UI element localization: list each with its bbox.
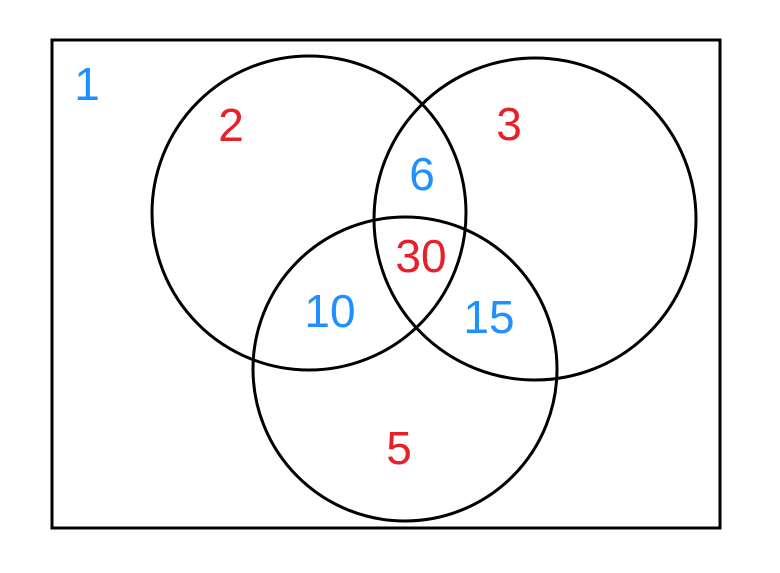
region-only-bottom-label: 5: [386, 422, 412, 474]
region-only-top-left-label: 2: [218, 99, 244, 151]
region-top-left-and-bottom-label: 10: [304, 285, 355, 337]
region-outside-label: 1: [74, 58, 100, 110]
set-circle-top-left: [150, 54, 468, 372]
region-all-three-label: 30: [395, 230, 446, 282]
universe-frame: [50, 38, 722, 530]
region-only-top-right-label: 3: [496, 98, 522, 150]
region-top-left-and-top-right-label: 6: [409, 148, 435, 200]
region-top-right-and-bottom-label: 15: [463, 291, 514, 343]
set-circle-bottom: [251, 215, 559, 523]
